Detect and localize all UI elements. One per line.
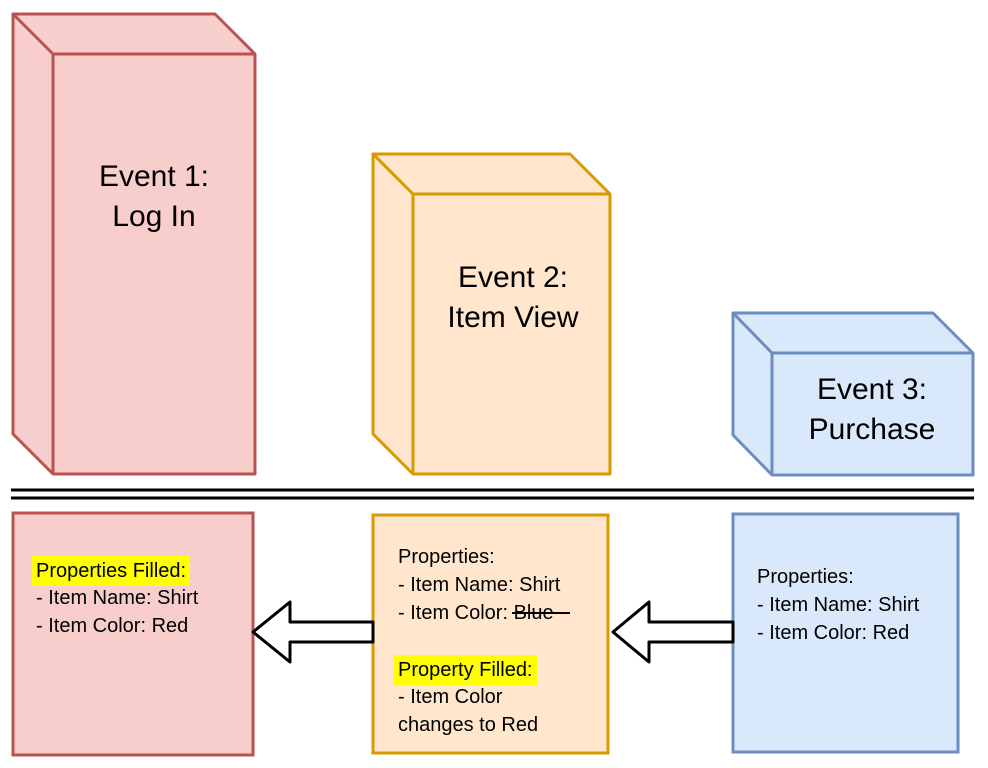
item-color-prefix: - Item Color: bbox=[398, 602, 514, 624]
properties-heading: Properties: bbox=[757, 566, 854, 588]
event-2-label-line2: Item View bbox=[447, 301, 579, 334]
item-color-change-line2: changes to Red bbox=[398, 714, 539, 736]
arrow-event2-to-event1-icon bbox=[251, 600, 375, 664]
event-1-cube-body bbox=[11, 12, 257, 476]
event-1-properties-panel bbox=[11, 511, 255, 757]
item-name-line: - Item Name: Shirt bbox=[757, 594, 920, 616]
event-1-label-line1: Event 1: bbox=[98, 160, 210, 193]
event-3-label: Event 3: Purchase bbox=[762, 370, 982, 450]
blank-line bbox=[398, 627, 560, 655]
event-3-label-line1: Event 3: bbox=[816, 373, 928, 406]
highlighted-heading: Property Filled: bbox=[394, 655, 537, 685]
item-color-line: - Item Color: Red bbox=[36, 615, 189, 637]
event-3-properties-text: Properties: - Item Name: Shirt - Item Co… bbox=[757, 563, 919, 647]
event-2-properties-panel bbox=[371, 513, 610, 755]
event-2-cube-edges bbox=[371, 152, 610, 474]
properties-filled-heading: Properties Filled: bbox=[32, 556, 198, 586]
struck-out-color-value: Blue bbox=[511, 599, 570, 627]
item-color-change-line1: - Item Color bbox=[398, 686, 503, 708]
item-name-line: - Item Name: Shirt bbox=[398, 574, 561, 596]
event-1-label-line2: Log In bbox=[112, 200, 196, 233]
event-3-label-line2: Purchase bbox=[808, 413, 936, 446]
property-filled-heading: Property Filled: bbox=[394, 655, 560, 685]
event-1-properties-text: Properties Filled: - Item Name: Shirt - … bbox=[32, 556, 199, 640]
item-color-line: - Item Color: Red bbox=[757, 622, 910, 644]
event-3-cube-edges bbox=[731, 311, 973, 475]
event-1-cube-edges bbox=[11, 12, 255, 474]
event-2-label-line1: Event 2: bbox=[457, 261, 569, 294]
highlighted-heading: Properties Filled: bbox=[32, 556, 191, 586]
event-1-label: Event 1: Log In bbox=[44, 157, 264, 237]
event-2-properties-text: Properties: - Item Name: Shirt - Item Co… bbox=[394, 543, 570, 739]
event-3-cube bbox=[731, 311, 975, 477]
event-1-cube bbox=[11, 12, 257, 476]
item-name-line: - Item Name: Shirt bbox=[36, 587, 199, 609]
event-3-properties-panel bbox=[731, 512, 960, 754]
event-2-cube bbox=[371, 152, 612, 476]
event-2-label: Event 2: Item View bbox=[403, 258, 623, 338]
arrow-event3-to-event2-icon bbox=[611, 600, 735, 664]
properties-heading: Properties: bbox=[398, 546, 495, 568]
event-2-cube-body bbox=[371, 152, 612, 476]
item-color-line: - Item Color: Blue bbox=[398, 599, 570, 627]
